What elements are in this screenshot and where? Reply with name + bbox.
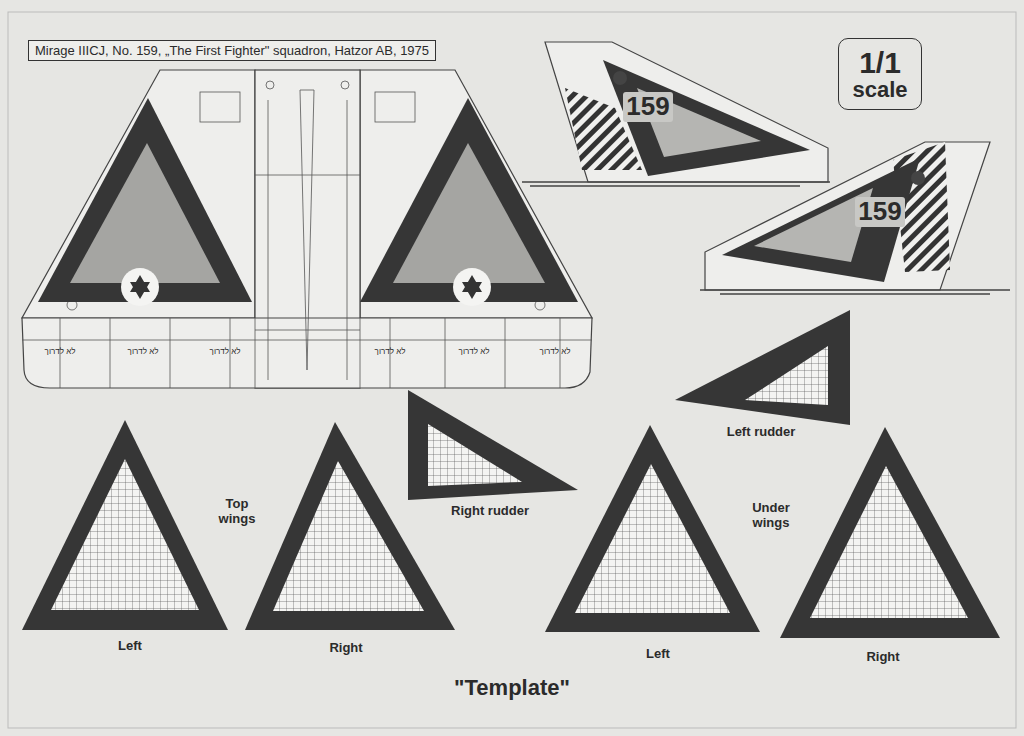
scale-text: scale — [845, 78, 915, 101]
part-label: Top wings — [207, 497, 267, 527]
part-label: Left — [118, 639, 142, 654]
scale-box: 1/1scale — [838, 38, 922, 110]
stencil-text: לא לדרוך — [375, 347, 406, 356]
title-box: Mirage IIICJ, No. 159, „The First Fighte… — [28, 40, 436, 61]
part-label: Left — [646, 647, 670, 662]
part-label: Left rudder — [727, 425, 796, 440]
stencil-text: לא לדרוך — [45, 347, 76, 356]
stencil-text: לא לדרוך — [540, 347, 571, 356]
scale-text: 1/1 — [845, 47, 915, 79]
part-label: Right — [329, 641, 362, 656]
part-label: Under wings — [741, 501, 801, 531]
template-caption: "Template" — [454, 675, 570, 700]
serial-number: 159 — [855, 197, 904, 227]
serial-number: 159 — [623, 92, 672, 122]
stencil-text: לא לדרוך — [128, 347, 159, 356]
part-label: Right rudder — [451, 504, 529, 519]
stencil-text: לא לדרוך — [459, 347, 490, 356]
part-label: Right — [866, 650, 899, 665]
stencil-text: לא לדרוך — [210, 347, 241, 356]
